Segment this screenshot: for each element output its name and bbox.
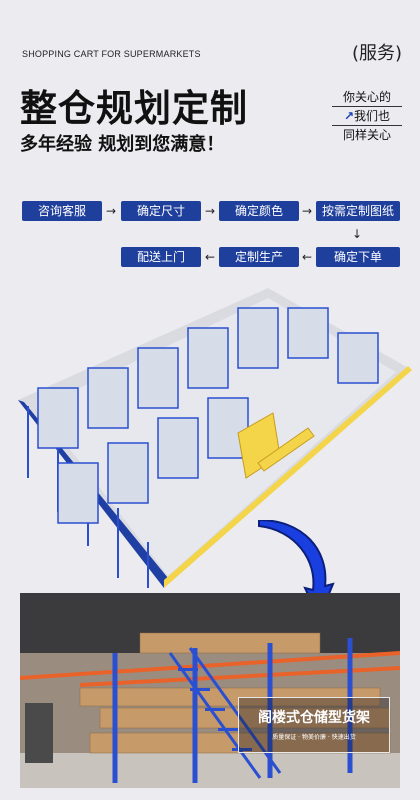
- warehouse-scene: [20, 593, 400, 788]
- mezzanine-rack-illustration: [18, 288, 412, 588]
- page-title: 整仓规划定制: [20, 87, 248, 130]
- care-line-2: ↗我们也: [332, 107, 402, 126]
- top-label: SHOPPING CART FOR SUPERMARKETS: [22, 49, 201, 59]
- page-subtitle: 多年经验 规划到您满意！: [20, 134, 225, 155]
- care-line-2-text: 我们也: [354, 109, 391, 123]
- photo-caption: 阁楼式仓储型货架 质量保证 · 物美价廉 · 快速出货: [238, 697, 390, 753]
- caption-subtitle: 质量保证 · 物美价廉 · 快速出货: [272, 734, 356, 741]
- arrow-right-icon: →: [205, 204, 216, 218]
- step-size: 确定尺寸: [121, 201, 201, 221]
- step-drawing: 按需定制图纸: [316, 201, 400, 221]
- arrow-right-icon: →: [302, 204, 313, 218]
- service-tag: (服务): [351, 43, 402, 64]
- step-consult: 咨询客服: [22, 201, 102, 221]
- arrow-left-icon: ←: [205, 250, 216, 264]
- caption-title: 阁楼式仓储型货架: [258, 710, 370, 726]
- care-line-1: 你关心的: [332, 88, 402, 107]
- step-color: 确定颜色: [219, 201, 299, 221]
- arrow-left-icon: ←: [302, 250, 313, 264]
- warehouse-photo: [20, 593, 400, 788]
- arrow-up-right-icon: ↗: [343, 109, 355, 123]
- arrow-down-icon: ↓: [352, 227, 363, 241]
- step-order: 确定下单: [316, 247, 400, 267]
- care-box: 你关心的 ↗我们也 同样关心: [332, 88, 402, 144]
- step-deliver: 配送上门: [121, 247, 201, 267]
- care-line-3: 同样关心: [342, 128, 391, 142]
- step-produce: 定制生产: [219, 247, 299, 267]
- arrow-right-icon: →: [106, 204, 117, 218]
